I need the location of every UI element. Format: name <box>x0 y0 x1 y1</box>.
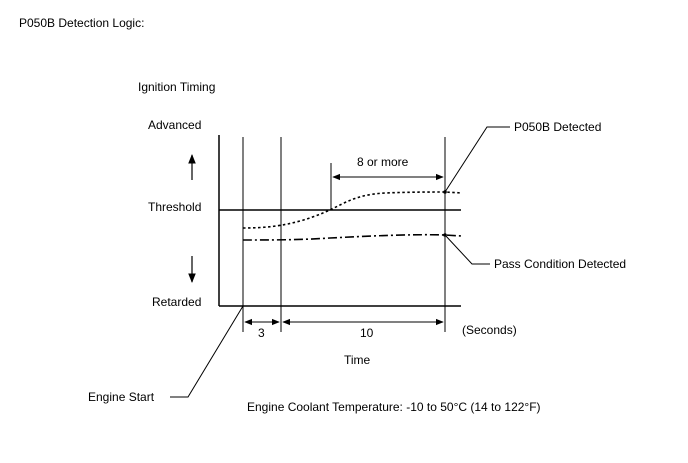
pass-callout-label: Pass Condition Detected <box>494 257 626 271</box>
detected-callout-line <box>444 126 510 193</box>
x-axis-label: Time <box>344 353 371 367</box>
start-callout-line <box>170 305 244 398</box>
start-callout-label: Engine Start <box>88 390 155 404</box>
startup-duration-label: 3 <box>258 326 265 340</box>
advanced-label: Advanced <box>148 118 201 132</box>
threshold-label: Threshold <box>148 200 201 214</box>
detect-duration-label: 8 or more <box>357 155 409 169</box>
pass-callout-line <box>444 234 490 265</box>
y-axis-label: Ignition Timing <box>138 80 215 94</box>
diagram-title: P050B Detection Logic: <box>19 16 144 30</box>
time-unit-label: (Seconds) <box>462 323 517 337</box>
detected-callout-label: P050B Detected <box>514 120 601 134</box>
window-duration-label: 10 <box>360 326 374 340</box>
retarded-label: Retarded <box>152 295 201 309</box>
pass-timing-curve <box>242 233 463 241</box>
coolant-condition-text: Engine Coolant Temperature: -10 to 50°C … <box>247 400 541 414</box>
